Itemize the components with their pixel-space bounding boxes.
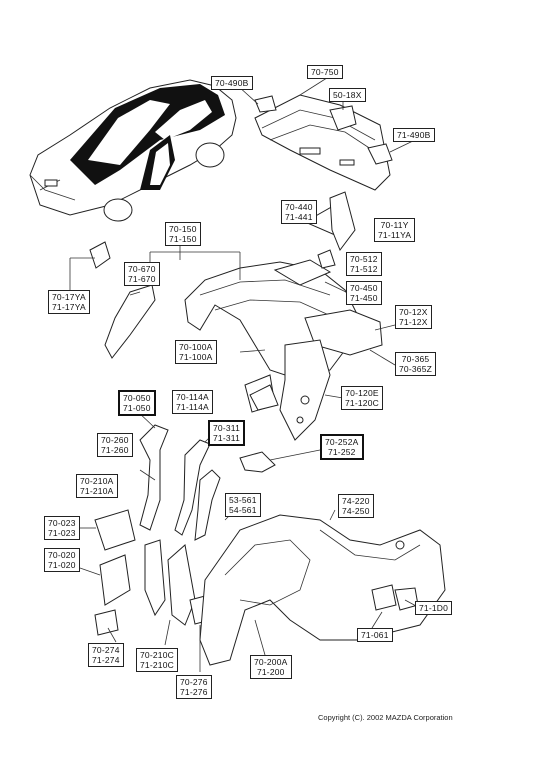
part-label-50-18x[interactable]: 50-18X bbox=[329, 88, 366, 102]
side-frame-group bbox=[79, 384, 446, 672]
part-number: 71-210C bbox=[140, 660, 175, 670]
part-label-71-490b[interactable]: 71-490B bbox=[393, 128, 435, 142]
part-number: 71-11YA bbox=[378, 230, 412, 240]
part-number: 71-114A bbox=[176, 402, 209, 412]
part-number: 70-670 bbox=[128, 264, 156, 274]
car-illustration bbox=[29, 79, 237, 222]
part-number: 71-210A bbox=[80, 486, 114, 496]
part-number: 71-023 bbox=[48, 528, 76, 538]
part-number: 71-276 bbox=[180, 687, 208, 697]
part-number: 71-061 bbox=[361, 630, 389, 640]
part-number: 71-274 bbox=[92, 655, 120, 665]
part-number: 70-050 bbox=[123, 393, 151, 403]
part-number: 70-200A bbox=[254, 657, 288, 667]
part-number: 54-561 bbox=[229, 505, 257, 515]
part-number: 70-311 bbox=[213, 423, 241, 433]
part-number: 70-440 bbox=[285, 202, 313, 212]
part-number: 71-150 bbox=[169, 234, 197, 244]
part-label-71-1d0[interactable]: 71-1D0 bbox=[415, 601, 453, 615]
part-number: 74-250 bbox=[342, 506, 370, 516]
part-number: 70-450 bbox=[350, 283, 378, 293]
part-number: 53-561 bbox=[229, 495, 257, 505]
part-number: 71-050 bbox=[123, 403, 151, 413]
part-number: 71-490B bbox=[397, 130, 431, 140]
part-number: 70-365Z bbox=[399, 364, 433, 374]
part-label-71-061[interactable]: 71-061 bbox=[357, 628, 393, 642]
part-number: 71-100A bbox=[179, 352, 213, 362]
part-number: 71-120C bbox=[345, 398, 380, 408]
part-number: 70-17YA bbox=[52, 292, 86, 302]
part-number: 70-11Y bbox=[380, 220, 409, 230]
part-number: 70-210C bbox=[140, 650, 175, 660]
part-number: 70-276 bbox=[180, 677, 208, 687]
part-number: 71-200 bbox=[256, 667, 285, 677]
part-number: 70-274 bbox=[92, 645, 120, 655]
part-number: 70-020 bbox=[48, 550, 76, 560]
part-number: 71-450 bbox=[350, 293, 378, 303]
part-number: 71-441 bbox=[285, 212, 313, 222]
part-number: 70-512 bbox=[350, 254, 378, 264]
part-number: 74-220 bbox=[342, 496, 370, 506]
part-number: 70-750 bbox=[311, 67, 339, 77]
part-number: 70-365 bbox=[401, 354, 430, 364]
part-number: 70-023 bbox=[48, 518, 76, 528]
part-number: 70-252A bbox=[325, 437, 359, 447]
part-number: 71-260 bbox=[101, 445, 129, 455]
part-number: 71-670 bbox=[128, 274, 156, 284]
part-number: 70-490B bbox=[215, 78, 249, 88]
part-number: 71-12X bbox=[399, 317, 428, 327]
part-number: 70-100A bbox=[179, 342, 213, 352]
part-label-70-750[interactable]: 70-750 bbox=[307, 65, 343, 79]
part-number: 70-114A bbox=[176, 392, 209, 402]
part-number: 50-18X bbox=[333, 90, 362, 100]
copyright-text: Copyright (C). 2002 MAZDA Corporation bbox=[318, 713, 453, 722]
part-number: 70-120E bbox=[345, 388, 379, 398]
part-number: 70-150 bbox=[169, 224, 197, 234]
part-number: 70-260 bbox=[101, 435, 129, 445]
part-number: 71-020 bbox=[48, 560, 76, 570]
part-number: 71-252 bbox=[327, 447, 356, 457]
rear-panel-group bbox=[237, 75, 416, 191]
part-number: 71-1D0 bbox=[419, 603, 449, 613]
part-number: 71-17YA bbox=[52, 302, 86, 312]
part-number: 71-512 bbox=[350, 264, 378, 274]
part-label-70-490b[interactable]: 70-490B bbox=[211, 76, 253, 90]
part-number: 71-311 bbox=[213, 433, 241, 443]
part-number: 70-12X bbox=[399, 307, 428, 317]
part-number: 70-210A bbox=[80, 476, 114, 486]
